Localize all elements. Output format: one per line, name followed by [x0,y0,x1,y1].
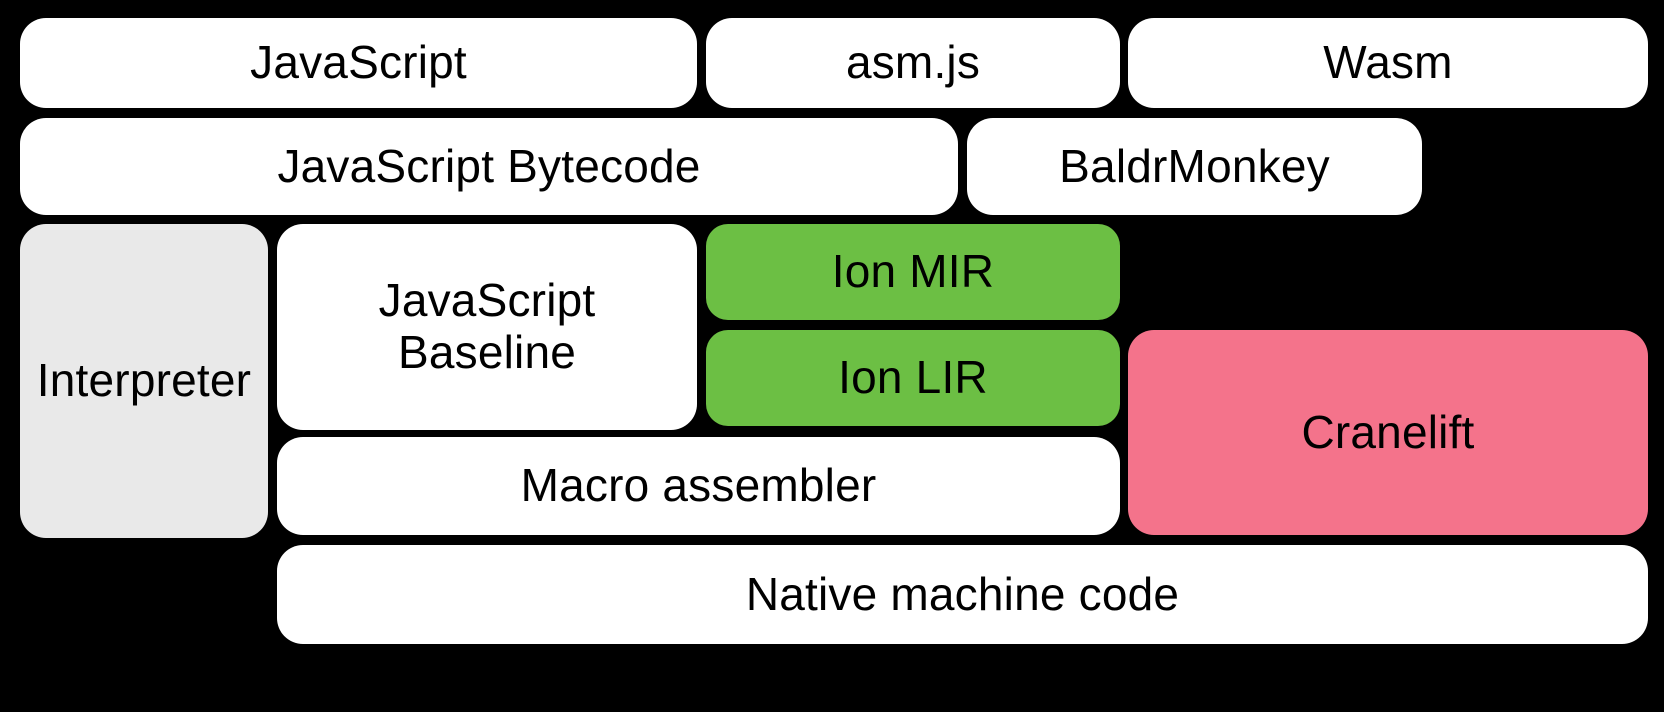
node-native-machine-code[interactable]: Native machine code [277,545,1648,644]
node-cranelift[interactable]: Cranelift [1128,330,1648,535]
node-macro-assembler[interactable]: Macro assembler [277,437,1120,535]
node-ion-lir[interactable]: Ion LIR [706,330,1120,426]
node-javascript-bytecode[interactable]: JavaScript Bytecode [20,118,958,215]
node-baldrmonkey[interactable]: BaldrMonkey [967,118,1422,215]
node-javascript-baseline[interactable]: JavaScript Baseline [277,224,697,430]
node-interpreter[interactable]: Interpreter [20,224,268,538]
node-wasm[interactable]: Wasm [1128,18,1648,108]
node-ion-mir[interactable]: Ion MIR [706,224,1120,320]
node-javascript[interactable]: JavaScript [20,18,697,108]
node-asm-js[interactable]: asm.js [706,18,1120,108]
